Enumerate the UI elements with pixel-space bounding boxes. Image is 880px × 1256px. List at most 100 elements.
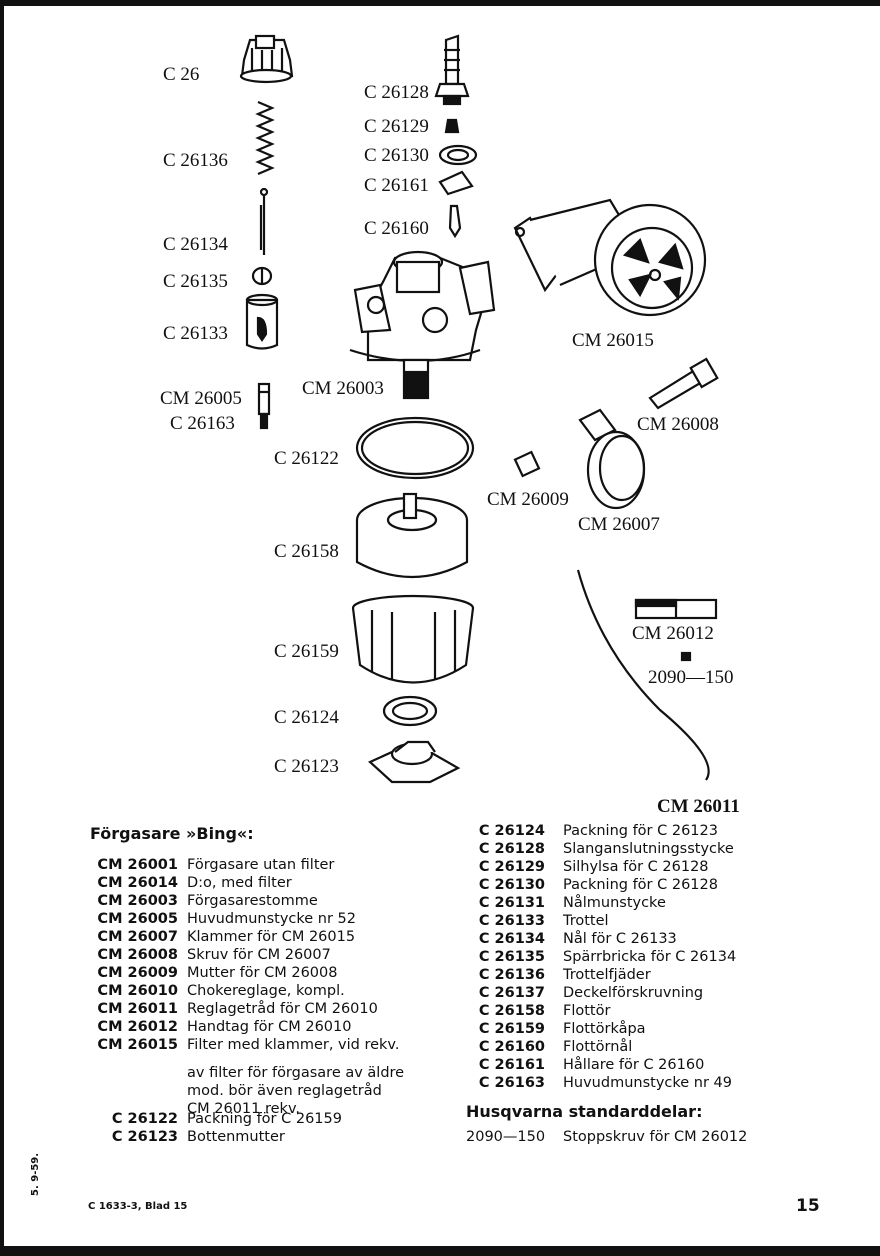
stop-screw-drawing [680, 651, 692, 662]
bottom-gasket-drawing [382, 695, 438, 727]
part-code: CM 26003 [97, 893, 178, 909]
table-row: C 26161 Hållare för C 26160 [0, 1056, 880, 1074]
table-row: C 26122 Packning för C 26159 [0, 1110, 880, 1128]
part-description: Skruv för CM 26007 [187, 947, 331, 963]
part-code: C 26136 [478, 967, 545, 983]
part-description: Chokereglage, kompl. [187, 983, 345, 999]
exploded-parts-diagram: C 26 C 26136 C 26134 C 26135 C 26133 CM … [160, 34, 740, 817]
table-row: CM 26011 Reglagetråd för CM 26010 [0, 1000, 880, 1018]
part-description: Slanganslutningsstycke [563, 841, 734, 857]
part-code: CM 26009 [97, 965, 178, 981]
part-description: Mutter för CM 26008 [187, 965, 338, 981]
gasket-ring-drawing [355, 416, 475, 480]
float-bowl-drawing [351, 594, 475, 684]
label-c26130: C 26130 [364, 145, 429, 166]
clamp-part-drawing [578, 408, 646, 510]
handle-part-drawing [634, 598, 718, 620]
part-description: Förgasarestomme [187, 893, 318, 909]
label-cm26007: CM 26007 [578, 514, 660, 535]
part-code: CM 26001 [97, 857, 178, 873]
label-cm26011: CM 26011 [657, 796, 740, 817]
label-c26158: C 26158 [274, 541, 339, 562]
float-part-drawing [355, 492, 469, 578]
label-cm26005: CM 26005 [160, 388, 242, 409]
label-cm26008: CM 26008 [637, 414, 719, 435]
part-description: Trottelfjäder [563, 967, 651, 983]
document-reference: C 1633-3, Blad 15 [88, 1201, 188, 1212]
label-c26133: C 26133 [163, 323, 228, 344]
standard-parts-heading: Husqvarna standarddelar: [466, 1102, 703, 1121]
side-date-mark: 5. 9-59. [30, 1152, 41, 1196]
part-description: Handtag för CM 26010 [187, 1019, 352, 1035]
part-description: Nålmunstycke [563, 895, 666, 911]
filter-note-line-3: CM 26011 rekv. [187, 1101, 301, 1117]
table-row: C 26129 Silhylsa för C 26128 [0, 858, 880, 876]
part-code: CM 26011 [97, 1001, 178, 1017]
nut-part-drawing [513, 450, 541, 478]
page-border-left [0, 0, 4, 1256]
part-description: Reglagetråd för CM 26010 [187, 1001, 378, 1017]
part-code: C 26129 [478, 859, 545, 875]
table-row: CM 26003 Förgasarestomme [0, 892, 880, 910]
part-description: Deckelförskruvning [563, 985, 704, 1001]
page-number: 15 [796, 1196, 820, 1216]
gasket-small-part-drawing [438, 144, 478, 166]
table-row: C 26136 Trottelfjäder [0, 966, 880, 984]
part-description: Flottörnål [563, 1039, 633, 1055]
cap-part-drawing [239, 34, 294, 84]
table-row: C 26134 Nål för C 26133 [0, 930, 880, 948]
part-description: Förgasare utan filter [187, 857, 335, 873]
spring-part-drawing [255, 100, 275, 176]
part-code: C 26133 [478, 913, 545, 929]
float-needle-part-drawing [448, 204, 462, 239]
label-c26122: C 26122 [274, 448, 339, 469]
part-description: Huvudmunstycke nr 49 [563, 1075, 732, 1091]
part-code: C 26123 [111, 1129, 178, 1145]
label-c26128: C 26128 [364, 82, 429, 103]
parts-drawing [239, 34, 719, 784]
part-description: Packning för C 26159 [187, 1111, 342, 1127]
part-code: CM 26005 [97, 911, 178, 927]
part-description: Stoppskruv för CM 26012 [563, 1129, 748, 1145]
carburetor-body-drawing [349, 250, 496, 400]
part-code: CM 26007 [97, 929, 178, 945]
label-c26134: C 26134 [163, 234, 228, 255]
part-description: Spärrbricka för C 26134 [563, 949, 737, 965]
label-cm26015: CM 26015 [572, 330, 654, 351]
cable-part-drawing [576, 569, 710, 781]
needle-part-drawing [259, 187, 269, 255]
part-code: C 26134 [478, 931, 545, 947]
label-c26161: C 26161 [364, 175, 429, 196]
label-c26: C 26 [163, 64, 200, 85]
label-cm26003: CM 26003 [302, 378, 384, 399]
label-c26160: C 26160 [364, 218, 429, 239]
part-code: C 26135 [478, 949, 545, 965]
air-filter-drawing [513, 198, 707, 317]
part-description: Nål för C 26133 [563, 931, 677, 947]
part-code: CM 26015 [97, 1037, 178, 1053]
table-row: CM 26001 Förgasare utan filter [0, 856, 880, 874]
screw-part-drawing [648, 357, 719, 410]
label-c26124: C 26124 [274, 707, 339, 728]
part-description: Silhylsa för C 26128 [563, 859, 709, 875]
part-code: C 26122 [111, 1111, 178, 1127]
part-description: Hållare för C 26160 [563, 1057, 705, 1073]
hose-nipple-part-drawing [434, 34, 470, 106]
part-code: C 26161 [478, 1057, 545, 1073]
part-code: C 26159 [478, 1021, 545, 1037]
part-code: C 26124 [478, 823, 545, 839]
part-description: Klammer för CM 26015 [187, 929, 356, 945]
